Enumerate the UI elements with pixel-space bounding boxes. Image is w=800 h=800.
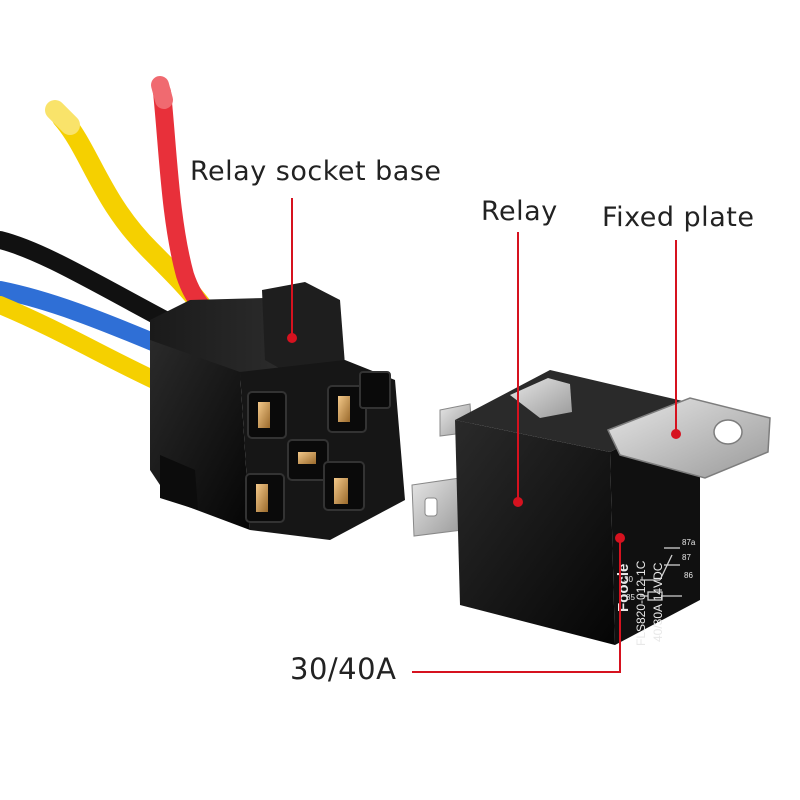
callout-dot-relay [513,497,523,507]
callout-dot-socket [287,333,297,343]
wire-yellow-lower [0,296,174,394]
relay-rating-print: 40/30A 14VDC [651,562,665,642]
relay-socket-base [150,282,405,540]
relay-model: FLS820-012-1C [634,560,648,646]
socket-terminal-2 [338,396,350,422]
wire-black [0,231,174,329]
relay-top-bracket [510,378,572,418]
fixed-plate-hole [713,419,743,445]
callouts [291,198,677,673]
label-fixed-plate: Fixed plate [602,202,755,233]
socket-cell-6 [359,371,391,409]
pin-87a: 87a [682,538,696,547]
label-relay-socket-base: Relay socket base [190,156,442,187]
socket-top-tower [262,282,345,380]
pin-87: 87 [682,553,691,562]
socket-terminal-1 [258,402,270,428]
callout-line-rating [412,540,621,673]
relay-spade-hole [424,497,438,517]
pin-86: 86 [684,571,693,580]
wire-red [153,83,214,319]
relay-brand: Foocle [615,564,632,612]
socket-terminal-5 [334,478,348,504]
relay-schematic [640,547,682,601]
relay: Foocle FLS820-012-1C 40/30A 14VDC 87a 87… [411,370,771,646]
callout-dot-rating [615,533,625,543]
wire-tip-red [151,76,173,109]
relay-left-face [455,420,615,645]
callout-dot-plate [671,429,681,439]
wire-blue [0,281,169,354]
socket-terminal-4 [256,484,268,512]
socket-clip [160,455,198,510]
pin-30: 30 [624,575,633,584]
callout-dots [287,333,681,543]
wire-tip-yellow [45,100,80,135]
wire-harness [0,76,215,394]
pin-85: 85 [626,593,635,602]
fixed-plate [606,397,771,479]
label-relay: Relay [481,196,558,227]
label-current-rating: 30/40A [290,652,397,686]
socket-terminal-3 [298,452,316,464]
